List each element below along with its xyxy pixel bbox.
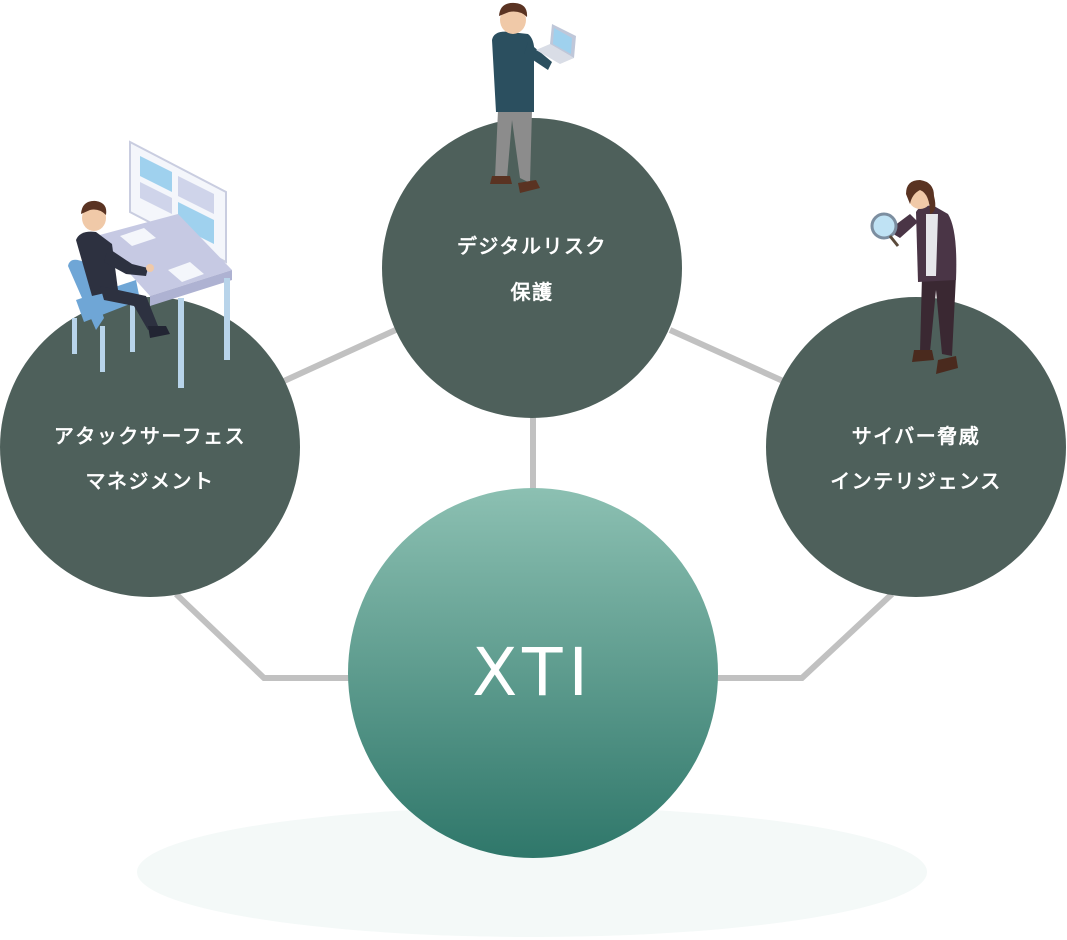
connector-lines xyxy=(173,325,895,681)
center-node: XTI xyxy=(348,488,718,858)
node-circle xyxy=(0,297,300,597)
node-label-line-2: 保護 xyxy=(510,280,554,304)
connector-right-center xyxy=(716,591,895,681)
person-at-desk-monitor-illustration xyxy=(68,140,232,388)
node-label-line-2: インテリジェンス xyxy=(830,469,1002,493)
person-with-laptop-illustration xyxy=(490,2,576,193)
node-circle xyxy=(382,118,682,418)
person-with-magnifier-illustration xyxy=(870,180,958,374)
center-label: XTI xyxy=(472,634,594,711)
node-label-line-1: アタックサーフェス xyxy=(54,424,246,448)
connector-left-center xyxy=(173,591,350,681)
node-label-line-1: デジタルリスク xyxy=(457,234,607,258)
node-attack-surface: アタックサーフェス マネジメント xyxy=(0,297,300,597)
connector-top-right xyxy=(668,327,785,384)
node-label-line-1: サイバー脅威 xyxy=(852,424,981,448)
center-circle xyxy=(348,488,718,858)
ground-shadow xyxy=(137,807,927,937)
connector-top-left xyxy=(282,325,402,384)
node-digital-risk: デジタルリスク 保護 xyxy=(382,118,682,418)
node-cyber-threat: サイバー脅威 インテリジェンス xyxy=(766,297,1066,597)
node-circle xyxy=(766,297,1066,597)
node-label-line-2: マネジメント xyxy=(86,469,215,493)
